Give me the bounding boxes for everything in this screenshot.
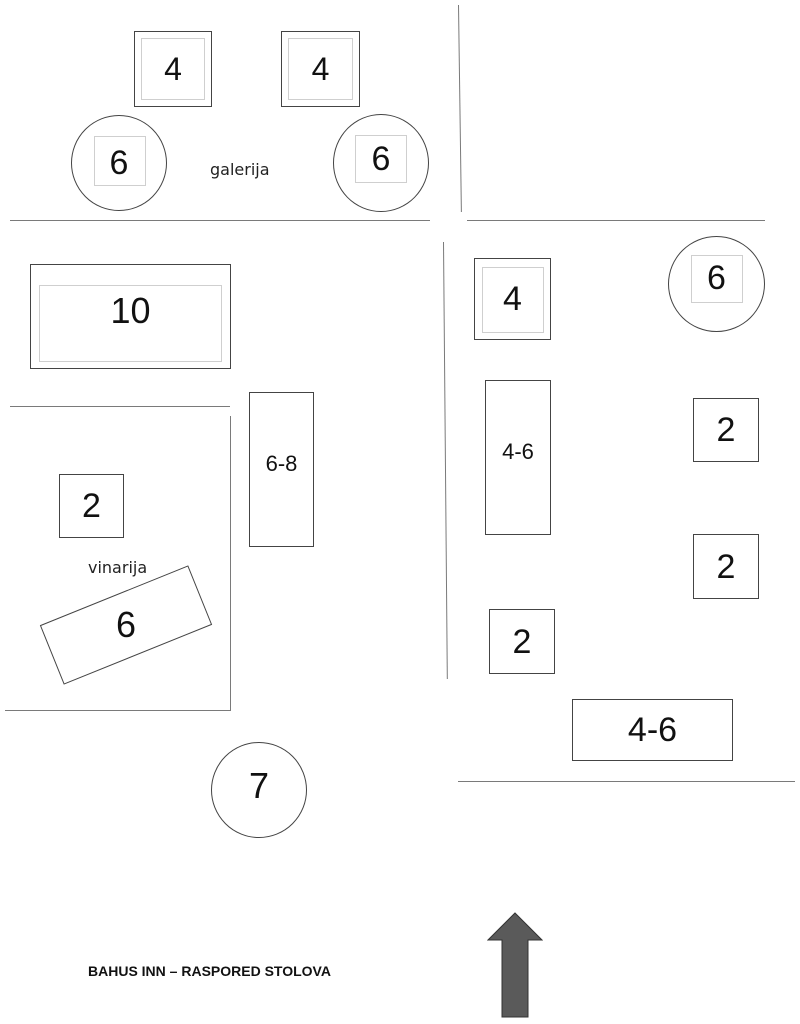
table-inner-outline — [141, 38, 205, 100]
table-capacity: 2 — [512, 622, 532, 661]
table-capacity: 2 — [716, 411, 736, 449]
wall-galerija-bottom — [10, 220, 430, 221]
table-square-4-right[interactable]: 4 — [281, 31, 360, 107]
table-inner-outline — [94, 136, 146, 186]
table-rect-10[interactable]: 10 — [30, 264, 231, 369]
table-round-7[interactable]: 7 — [211, 742, 307, 838]
table-capacity: 4 — [503, 280, 522, 318]
table-round-6-right-section[interactable]: 6 — [668, 236, 765, 332]
table-square-2-upper[interactable]: 2 — [693, 398, 759, 462]
table-capacity: 10 — [110, 289, 151, 331]
page-title: BAHUS INN – RASPORED STOLOVA — [88, 963, 331, 979]
table-inner-outline — [691, 255, 743, 303]
table-square-2-middle[interactable]: 2 — [693, 534, 759, 599]
table-inner-outline — [39, 285, 222, 362]
table-round-6-left[interactable]: 6 — [71, 115, 167, 211]
wall-center-divider — [443, 241, 448, 679]
table-rect-6-8[interactable]: 6-8 — [249, 392, 314, 547]
table-capacity: 6 — [115, 604, 137, 645]
table-inner-outline — [482, 267, 544, 333]
table-rect-4-6-vertical[interactable]: 4-6 — [485, 380, 551, 535]
table-capacity: 6 — [371, 140, 391, 178]
table-square-2-lower[interactable]: 2 — [489, 609, 555, 674]
table-rect-6-rotated[interactable]: 6 — [39, 565, 213, 685]
area-label-vinarija: vinarija — [88, 558, 148, 577]
table-capacity: 6 — [707, 259, 726, 297]
table-square-4-left[interactable]: 4 — [134, 31, 212, 107]
up-arrow-icon — [487, 912, 543, 1018]
table-inner-outline — [288, 38, 353, 100]
table-capacity: 6-8 — [265, 450, 298, 476]
table-square-4-right-section[interactable]: 4 — [474, 258, 551, 340]
wall-vinarija-bottom — [5, 710, 231, 711]
table-capacity: 6 — [109, 144, 129, 182]
wall-right-bottom — [458, 781, 795, 782]
table-capacity: 4-6 — [627, 711, 678, 749]
table-capacity: 4-6 — [502, 438, 534, 464]
table-capacity: 4 — [164, 51, 182, 87]
table-capacity: 2 — [716, 547, 736, 586]
table-capacity: 4 — [311, 51, 330, 87]
table-rect-4-6-horizontal[interactable]: 4-6 — [572, 699, 733, 761]
table-square-2-vinarija[interactable]: 2 — [59, 474, 124, 538]
table-inner-outline — [355, 135, 407, 183]
table-round-6-right[interactable]: 6 — [333, 114, 429, 212]
wall-right-top — [467, 220, 765, 221]
area-label-galerija: galerija — [210, 160, 270, 179]
wall-vinarija-right — [230, 416, 231, 711]
table-capacity: 7 — [248, 765, 270, 806]
wall-vinarija-top — [10, 406, 230, 407]
wall-top-right-divider — [458, 4, 462, 212]
table-capacity: 2 — [82, 487, 101, 525]
